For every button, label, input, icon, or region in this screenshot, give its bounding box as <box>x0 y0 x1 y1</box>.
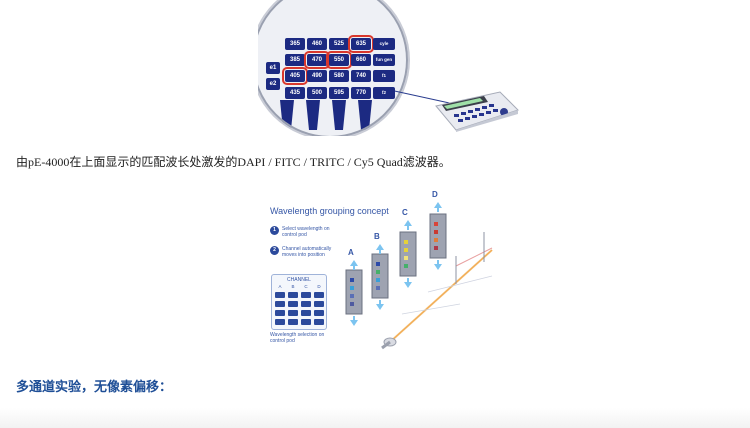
channel-key[interactable] <box>314 319 324 325</box>
wavelength-key-selected[interactable]: 635 <box>348 35 374 53</box>
wavelength-key[interactable]: 525 <box>329 38 349 50</box>
channel-label: C <box>304 284 308 289</box>
diagram-title: Wavelength grouping concept <box>270 206 389 216</box>
channel-key[interactable] <box>288 310 298 316</box>
keypad-magnifier: 365 460 525 635 385 470 550 660 405 490 … <box>258 0 520 136</box>
channel-panel: CHANNEL A B C D <box>271 274 327 330</box>
channel-title: CHANNEL <box>287 277 311 283</box>
wavelength-key[interactable]: 460 <box>307 38 327 50</box>
wavelength-key[interactable]: 660 <box>351 54 371 66</box>
wavelength-key[interactable]: 740 <box>351 70 371 82</box>
channel-key[interactable] <box>301 319 311 325</box>
channel-key[interactable] <box>275 310 285 316</box>
wavelength-key[interactable]: 580 <box>329 70 349 82</box>
channel-key[interactable] <box>288 292 298 298</box>
wavelength-key[interactable]: 385 <box>285 54 305 66</box>
channel-key[interactable] <box>314 292 324 298</box>
function-key[interactable]: fun gen <box>373 54 395 66</box>
wavelength-key-selected[interactable]: 405 <box>282 67 308 85</box>
channel-key[interactable] <box>301 292 311 298</box>
step-text: Select wavelength on control pod <box>282 226 330 238</box>
wavelength-key-selected[interactable]: 550 <box>326 51 352 69</box>
step-number: 2 <box>270 246 279 255</box>
wavelength-key[interactable]: 500 <box>307 87 327 99</box>
section-heading: 多通道实验，无像素偏移： <box>16 379 173 394</box>
channel-key[interactable] <box>314 301 324 307</box>
side-key[interactable]: e1 <box>266 62 280 74</box>
channel-key[interactable] <box>288 301 298 307</box>
channel-label: A <box>278 284 282 289</box>
channel-key[interactable] <box>314 310 324 316</box>
channel-key[interactable] <box>275 319 285 325</box>
figure-caption: 由pE-4000在上面显示的匹配波长处激发的DAPI / FITC / TRIT… <box>16 155 451 169</box>
channel-key[interactable] <box>275 292 285 298</box>
slider-label: A <box>348 248 354 257</box>
slider-label: D <box>432 190 438 199</box>
wavelength-key[interactable]: 770 <box>351 87 371 99</box>
magnifier-lens-icon <box>258 0 455 136</box>
slider-label: C <box>402 208 408 217</box>
page-footer-shade <box>0 408 750 428</box>
wavelength-key-selected[interactable]: 470 <box>304 51 330 69</box>
slider-label: B <box>374 232 380 241</box>
function-key[interactable]: f1 <box>373 70 395 82</box>
step-text: Channel automatically moves into positio… <box>282 246 332 258</box>
wavelength-key[interactable]: 595 <box>329 87 349 99</box>
wavelength-key[interactable]: 490 <box>307 70 327 82</box>
side-key[interactable]: e2 <box>266 78 280 90</box>
light-path-icon <box>345 202 493 350</box>
channel-key[interactable] <box>301 310 311 316</box>
channel-label: B <box>291 284 295 289</box>
channel-key[interactable] <box>301 301 311 307</box>
channel-key[interactable] <box>288 319 298 325</box>
channel-label: D <box>317 284 321 289</box>
function-key[interactable]: f2 <box>373 87 395 99</box>
function-key[interactable]: cyle <box>373 38 395 50</box>
control-pod-icon <box>430 88 522 132</box>
step-number: 1 <box>270 226 279 235</box>
channel-key[interactable] <box>275 301 285 307</box>
channel-caption: Wavelength selection on control pod <box>270 332 325 344</box>
wavelength-key[interactable]: 365 <box>285 38 305 50</box>
wavelength-key[interactable]: 435 <box>285 87 305 99</box>
